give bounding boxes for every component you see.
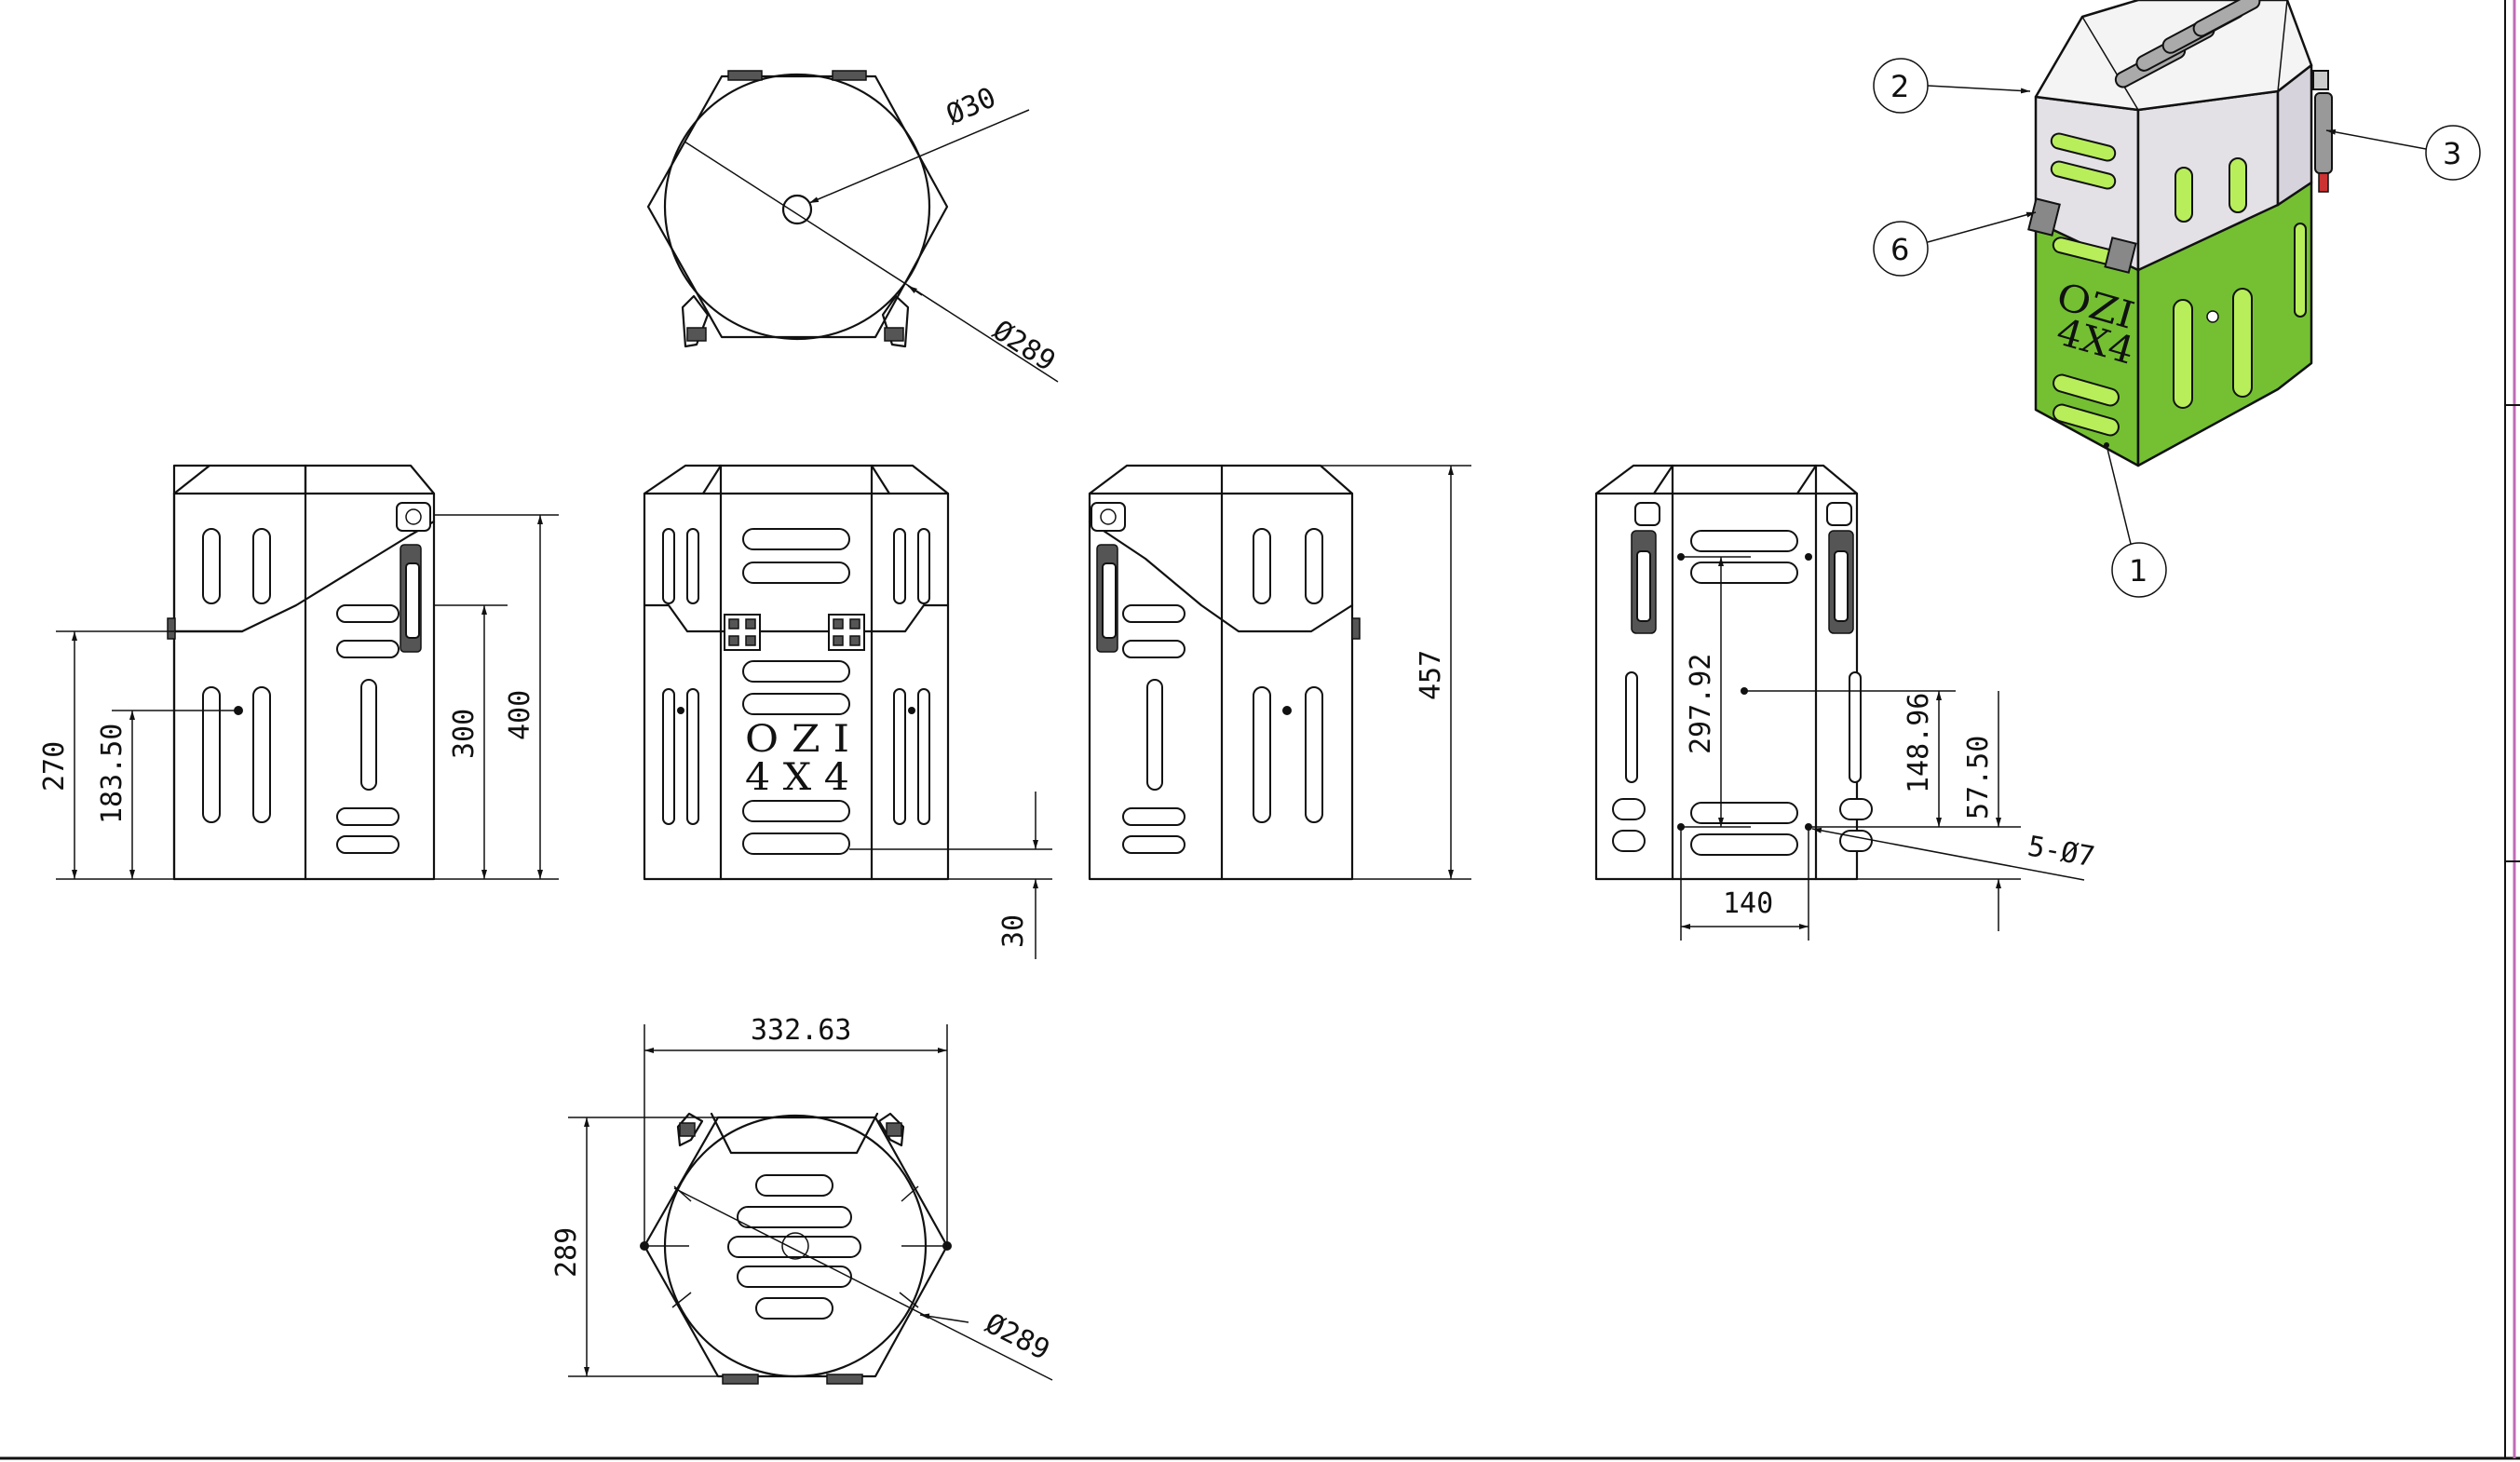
lettering-row1: O Z I bbox=[745, 718, 849, 761]
balloon-3: 3 bbox=[2325, 125, 2481, 181]
hinge-icon bbox=[828, 614, 865, 651]
latch-icon bbox=[2312, 70, 2333, 193]
dim-183-50: 183.50 bbox=[96, 724, 129, 824]
latch-icon bbox=[881, 294, 910, 348]
dim-457: 457 bbox=[1415, 650, 1447, 700]
dim-148-96: 148.96 bbox=[1903, 693, 1935, 793]
front-view: O Z I 4 X 4 bbox=[643, 464, 950, 881]
latch-icon bbox=[676, 1112, 704, 1147]
dim-400: 400 bbox=[504, 690, 536, 740]
dim-289-bottom: 289 bbox=[550, 1227, 583, 1278]
dim-dia289-bottom: Ø289 bbox=[980, 1307, 1054, 1367]
balloon-6: 6 bbox=[1873, 211, 2037, 277]
dim-dia289-top: Ø289 bbox=[987, 314, 1062, 378]
svg-text:3: 3 bbox=[2443, 136, 2461, 171]
latch-icon bbox=[681, 294, 710, 348]
right-dimensions: 457 bbox=[1321, 465, 1471, 880]
dim-332-63: 332.63 bbox=[751, 1014, 851, 1047]
latch-icon bbox=[1826, 502, 1854, 634]
back-dimensions: 297.92 148.96 57.50 5-Ø7 140 bbox=[1680, 556, 2097, 941]
dim-57-50: 57.50 bbox=[1962, 736, 1995, 819]
left-side-view bbox=[167, 464, 436, 881]
dim-297-92: 297.92 bbox=[1685, 654, 1717, 754]
bottom-dimensions: 332.63 289 Ø289 bbox=[550, 1014, 1055, 1381]
right-side-view bbox=[1088, 464, 1361, 881]
hinge-icon bbox=[724, 614, 761, 651]
left-dimensions: 270 183.50 300 400 bbox=[38, 514, 559, 880]
dim-30: 30 bbox=[997, 914, 1030, 948]
latch-icon bbox=[396, 502, 431, 653]
svg-text:2: 2 bbox=[1890, 69, 1909, 104]
dim-5-holes: 5-Ø7 bbox=[2025, 830, 2097, 873]
dim-300: 300 bbox=[448, 709, 481, 759]
isometric-view: OZI 4X4 bbox=[2027, 0, 2333, 467]
latch-icon bbox=[1631, 502, 1660, 634]
back-view bbox=[1594, 464, 1873, 881]
svg-text:6: 6 bbox=[1890, 232, 1909, 267]
bottom-view bbox=[640, 1112, 952, 1385]
lettering-row2: 4 X 4 bbox=[745, 756, 849, 799]
latch-icon bbox=[1091, 502, 1126, 653]
dim-270: 270 bbox=[38, 741, 71, 792]
svg-text:1: 1 bbox=[2129, 553, 2147, 589]
dim-140: 140 bbox=[1723, 887, 1773, 920]
top-view: Ø30 Ø289 bbox=[646, 70, 1062, 383]
dim-dia30: Ø30 bbox=[942, 81, 1001, 131]
balloon-2: 2 bbox=[1873, 58, 2031, 114]
hinge-icon bbox=[2027, 197, 2137, 274]
front-dimensions: 30 bbox=[849, 792, 1052, 959]
latch-icon bbox=[877, 1112, 905, 1147]
balloon-1: 1 bbox=[2104, 442, 2167, 598]
